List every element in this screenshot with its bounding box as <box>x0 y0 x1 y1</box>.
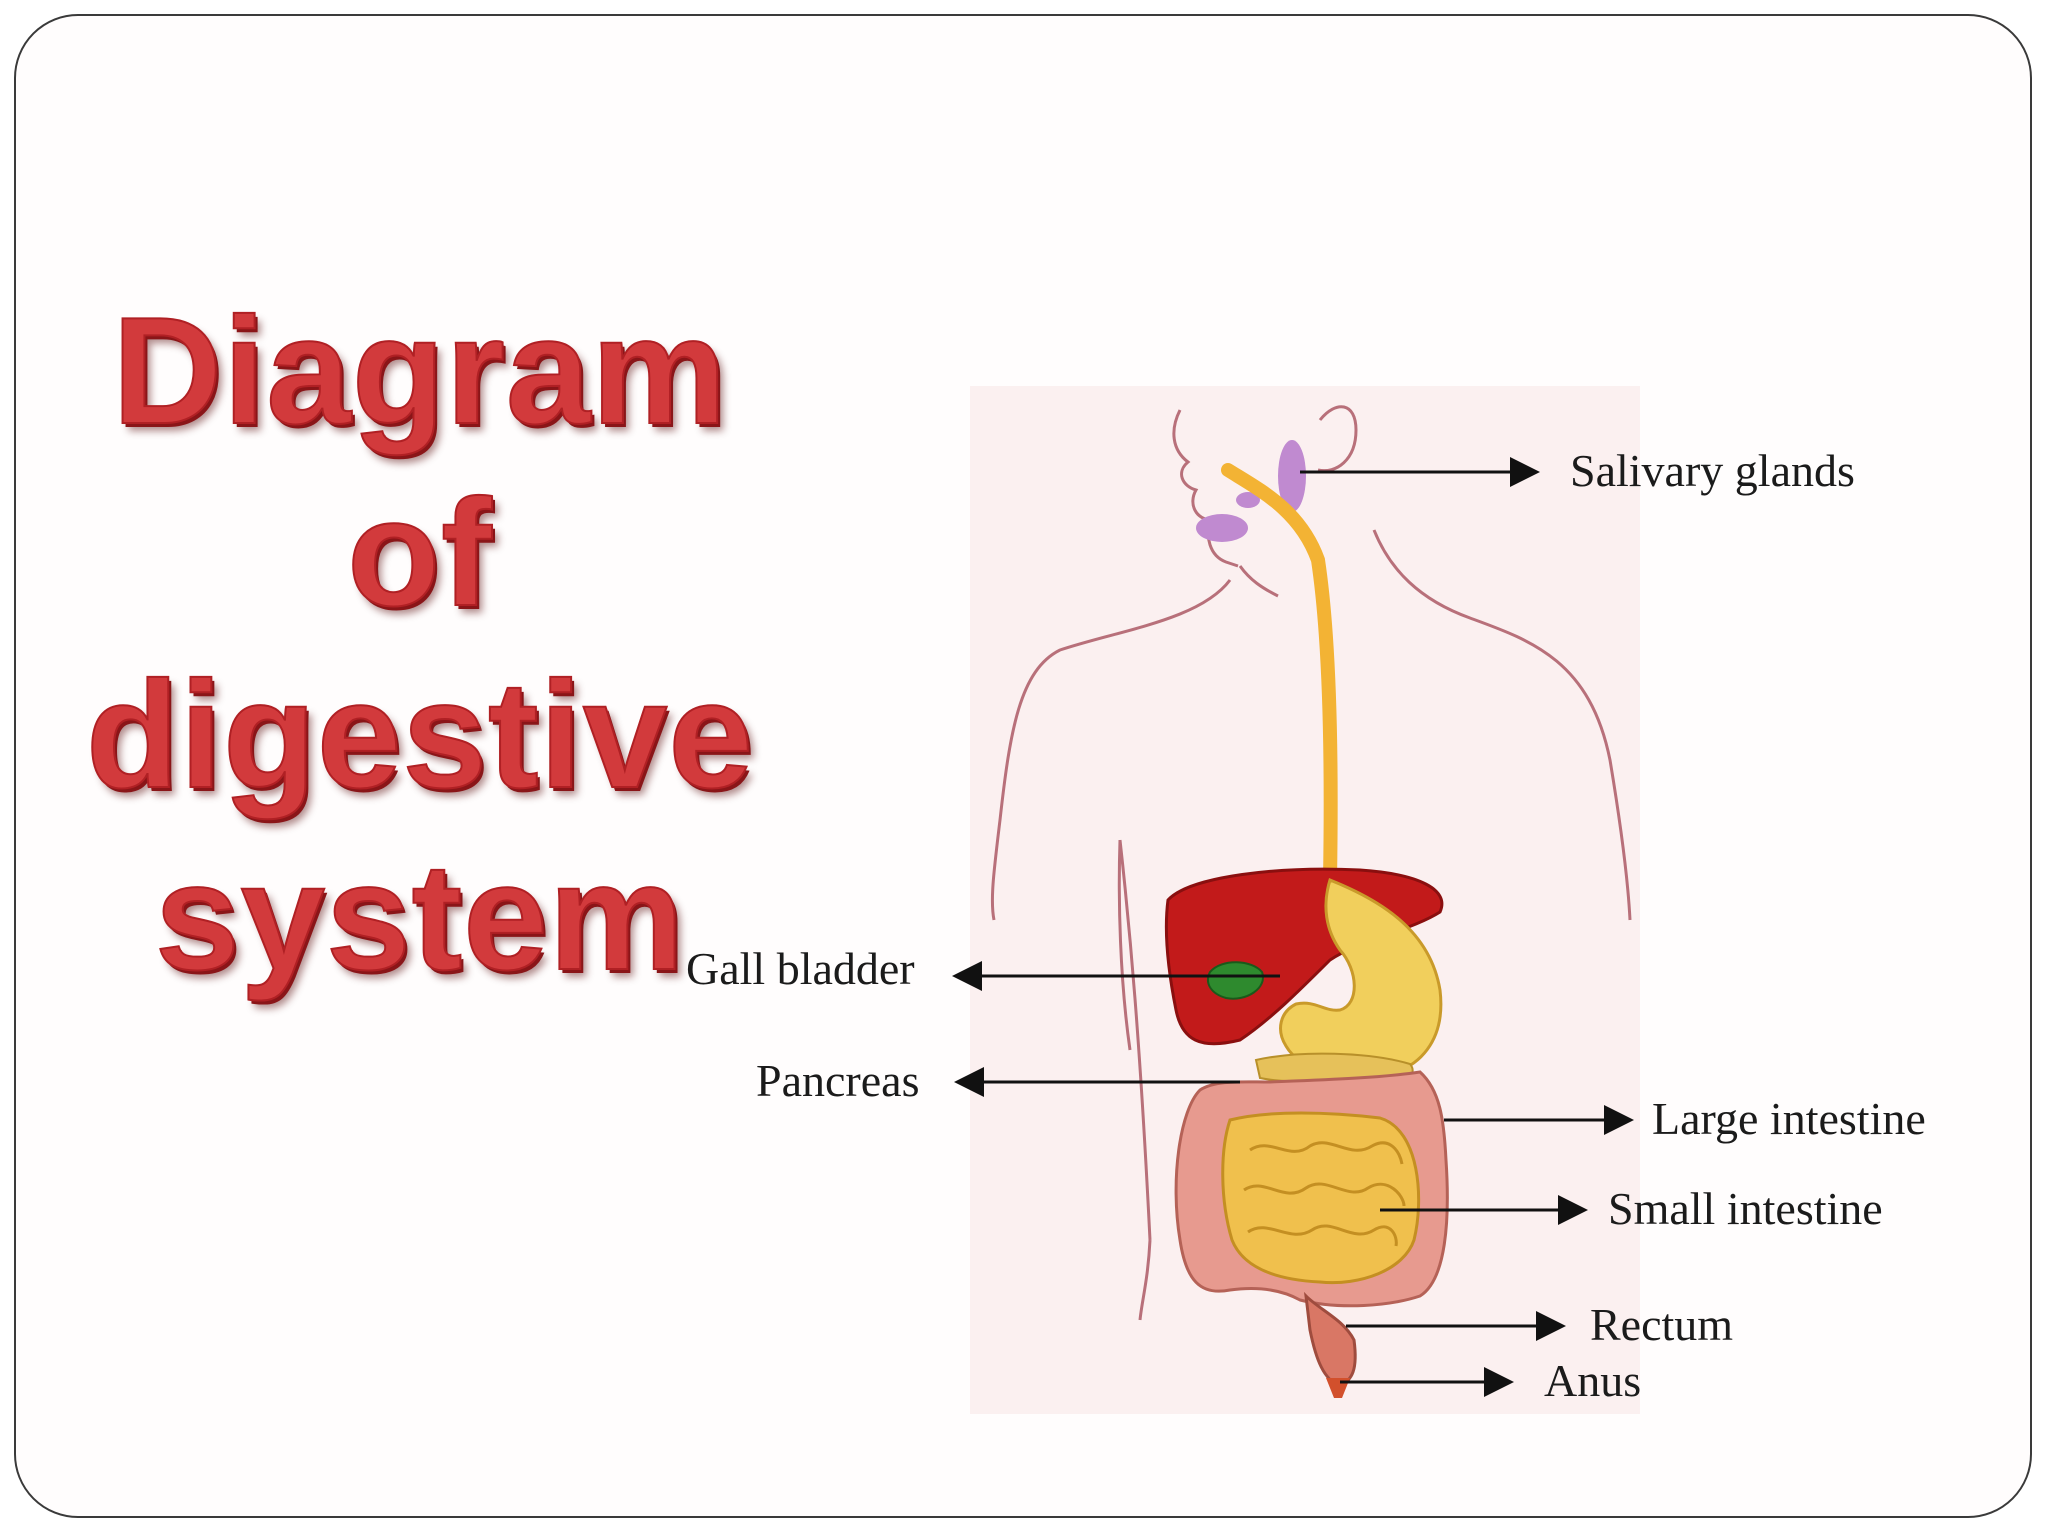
small-intestine-coils <box>1243 1141 1406 1247</box>
title-line-4: system <box>154 831 685 1003</box>
salivary-glands <box>1196 440 1306 542</box>
label-salivary-glands: Salivary glands <box>1570 445 1855 496</box>
esophagus <box>1221 463 1338 887</box>
arrows <box>952 457 1634 1397</box>
title-line-2: of <box>346 467 493 639</box>
title-line-1: Diagram <box>111 285 728 457</box>
slide-title: Diagram of digestive system <box>60 280 780 1008</box>
rectum <box>1304 1291 1357 1388</box>
gall-bladder <box>1207 961 1264 1000</box>
label-large-intestine: Large intestine <box>1652 1093 1926 1144</box>
label-small-intestine: Small intestine <box>1608 1183 1883 1234</box>
label-rectum: Rectum <box>1590 1299 1734 1350</box>
body-outline <box>990 529 1632 1321</box>
title-line-3: digestive <box>85 649 754 821</box>
small-intestine <box>1221 1111 1421 1285</box>
label-gall-bladder: Gall bladder <box>686 943 915 994</box>
label-anus: Anus <box>1544 1355 1642 1406</box>
label-pancreas: Pancreas <box>756 1055 920 1106</box>
stomach <box>1279 878 1443 1079</box>
